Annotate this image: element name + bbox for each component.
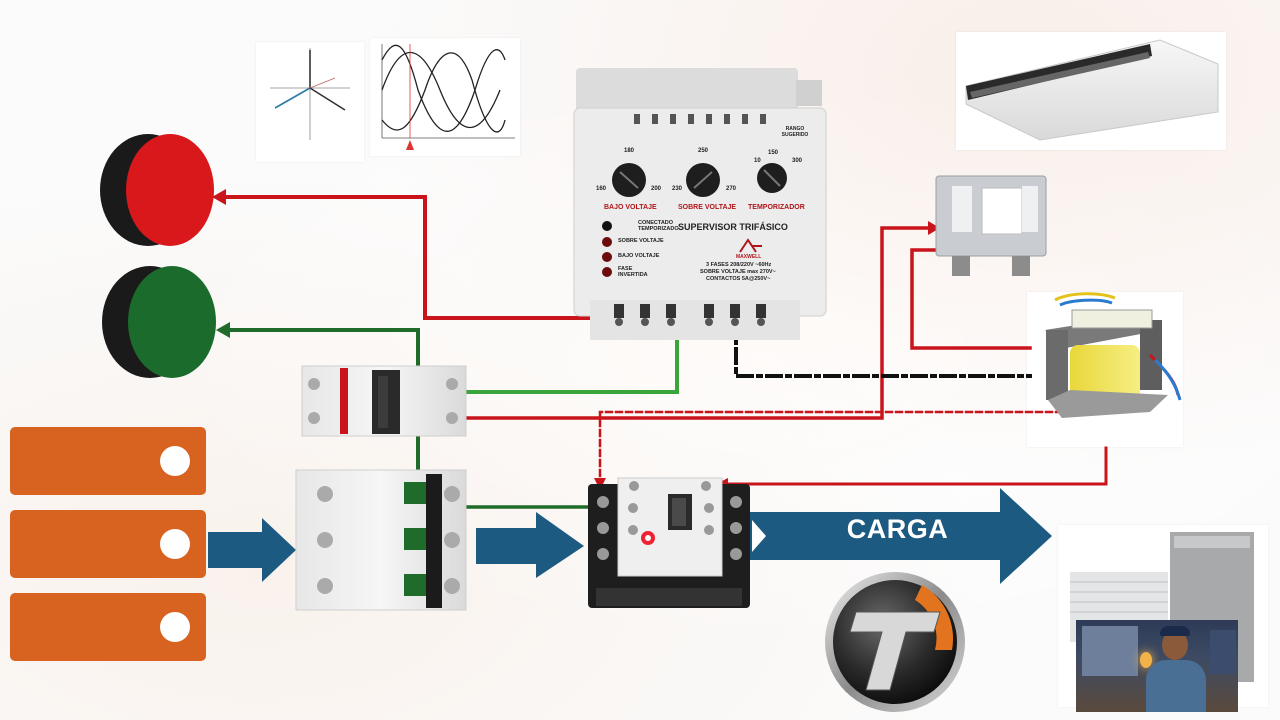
- knob-title-overvoltage: SOBRE VOLTAJE: [678, 204, 737, 211]
- contactor: [588, 477, 750, 608]
- phasor-diagram: [270, 48, 350, 140]
- outdoor-ac-units: [1070, 532, 1254, 682]
- main-breaker: [295, 469, 467, 611]
- load-label: CARGA: [846, 514, 949, 544]
- knob-label-right-3: 300: [792, 158, 803, 164]
- control-transformer: [1045, 292, 1182, 418]
- flow-arrows: [208, 488, 1052, 584]
- brand-logo: [825, 572, 965, 712]
- knob-label-top-3: 150: [768, 150, 779, 156]
- knob-label-top-2: 250: [698, 148, 709, 154]
- indicator-phase-inverted: FASE INVERTIDA: [618, 266, 648, 278]
- spec-line-1: 3 FASES 208/220V ~60Hz: [706, 262, 772, 268]
- knob-label-right-2: 270: [726, 186, 737, 192]
- knob-label-top-1: 180: [624, 148, 635, 154]
- knob-label-left-2: 230: [672, 186, 683, 192]
- indicator-undervoltage: BAJO VOLTAJE: [618, 253, 660, 259]
- wires: [212, 189, 1108, 509]
- presenter-cap: [1160, 626, 1190, 636]
- pressure-switch: [935, 175, 1047, 276]
- knob-title-timer: TEMPORIZADOR: [748, 204, 805, 211]
- control-breaker: [301, 365, 467, 437]
- knob-label-left-1: 160: [596, 186, 607, 192]
- power-source-phases: [10, 427, 206, 661]
- brand-name: MAXWELL: [736, 254, 762, 260]
- sine-wave-panel: [370, 38, 520, 156]
- knob-title-undervoltage: BAJO VOLTAJE: [604, 204, 657, 211]
- indicator-overvoltage: SOBRE VOLTAJE: [618, 238, 664, 244]
- range-label: RANGO SUGERIDO: [781, 126, 809, 138]
- knob-label-left-3: 10: [754, 158, 761, 164]
- ceiling-air-conditioner: [965, 39, 1219, 141]
- indicator-connected: CONECTADO TEMPORIZADO: [638, 220, 679, 232]
- presenter-body: [1146, 660, 1206, 712]
- spec-line-3: CONTACTOS 5A@250V~: [706, 276, 771, 282]
- window-left: [1082, 626, 1138, 676]
- red-pilot-light: [100, 134, 214, 246]
- three-phase-waveform: [381, 44, 515, 150]
- knob-label-right-1: 200: [651, 186, 662, 192]
- three-phase-supervisor: [573, 68, 827, 340]
- presenter-webcam: [1076, 620, 1238, 712]
- lamp: [1140, 652, 1152, 668]
- spec-line-2: SOBRE VOLTAJE max 270V~: [700, 269, 776, 275]
- window-right: [1210, 630, 1236, 674]
- green-pilot-light: [102, 266, 216, 378]
- supervisor-title: SUPERVISOR TRIFÁSICO: [678, 222, 788, 232]
